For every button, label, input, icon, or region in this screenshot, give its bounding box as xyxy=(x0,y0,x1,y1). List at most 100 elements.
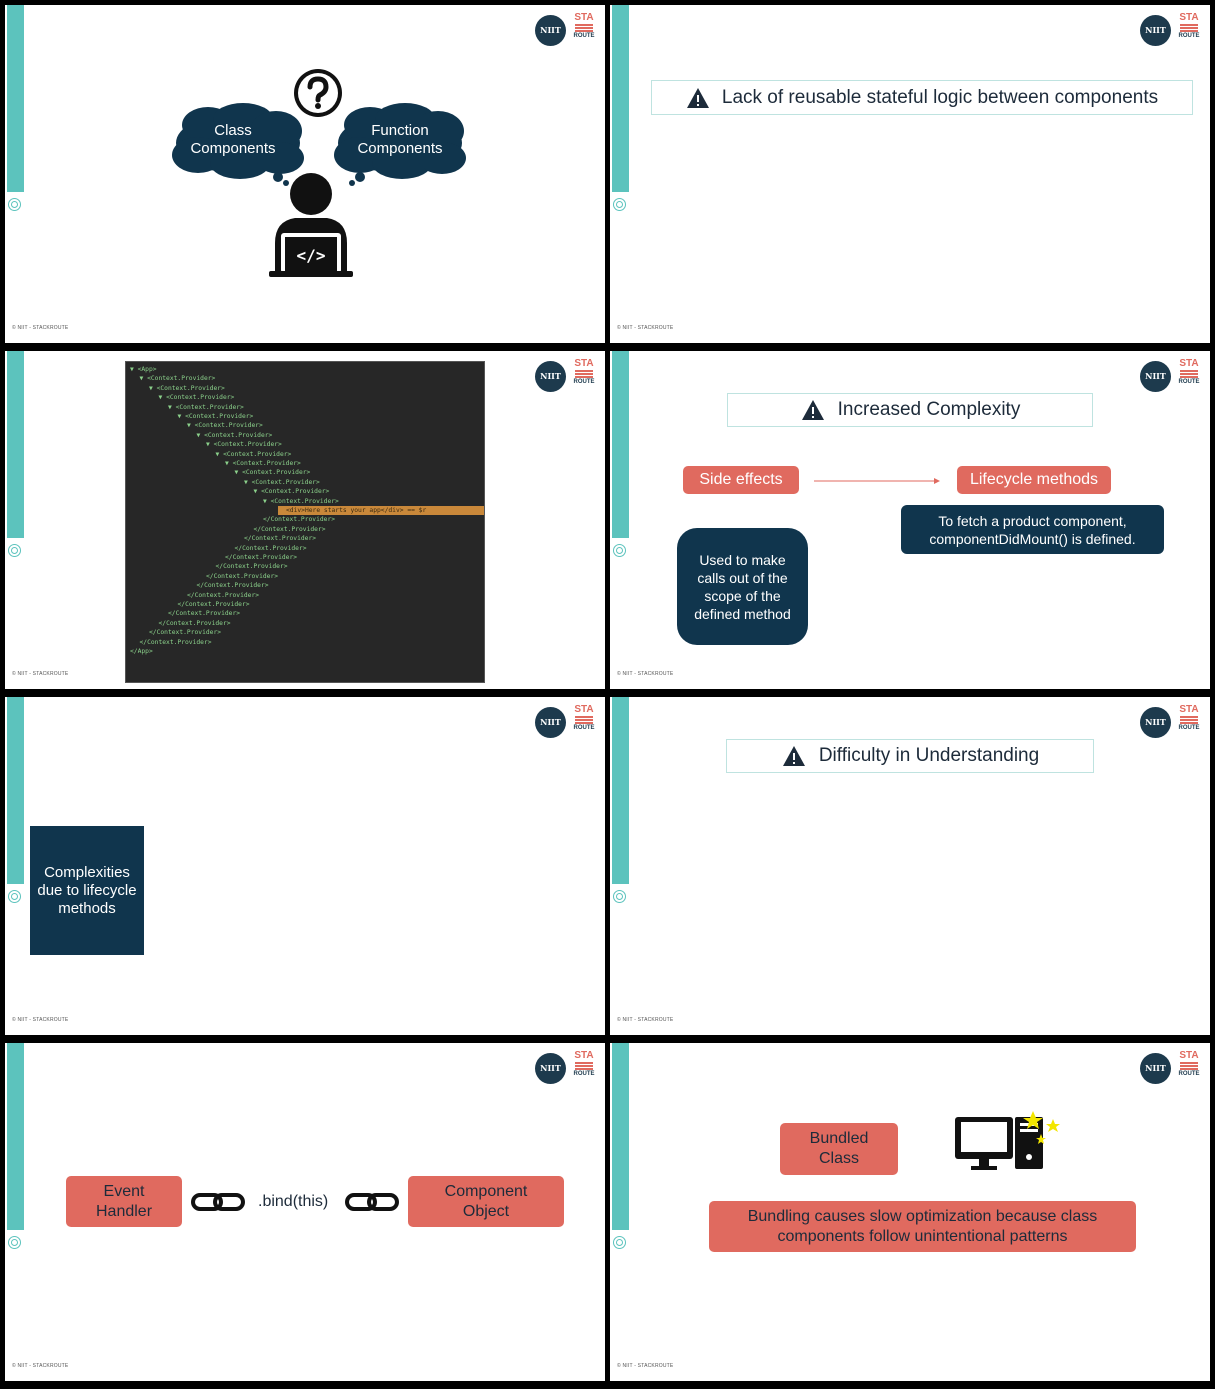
footer: © NIIT - STACKROUTE xyxy=(617,1017,674,1023)
code-line[interactable]: </Context.Provider> xyxy=(234,544,307,552)
code-line[interactable]: ▼ <App> xyxy=(130,366,157,373)
title-box: Difficulty in Understanding xyxy=(726,739,1094,773)
footer: © NIIT - STACKROUTE xyxy=(12,671,69,677)
logo-sta-text: STA xyxy=(1179,358,1199,369)
warning-icon xyxy=(801,400,824,420)
class-components-label: Class Components xyxy=(190,122,276,157)
stackroute-logo: STA ROUTE xyxy=(572,705,596,732)
logo-sta-text: STA xyxy=(574,1050,594,1061)
bundled-class-box: Bundled Class xyxy=(780,1123,898,1175)
niit-logo: NIIT xyxy=(535,707,566,738)
code-line[interactable]: ▼ <Context.Provider> xyxy=(149,384,225,392)
code-line[interactable]: </Context.Provider> xyxy=(253,525,326,533)
function-components-label: Function Components xyxy=(357,122,443,157)
slide-title: Increased Complexity xyxy=(837,399,1021,420)
slide-1: NIIT STA ROUTE Class Components xyxy=(5,5,605,343)
target-icon xyxy=(8,890,21,903)
code-line[interactable]: </Context.Provider> xyxy=(158,619,231,627)
code-line[interactable]: </Context.Provider> xyxy=(206,572,279,580)
code-line[interactable]: ▼ <Context.Provider> xyxy=(187,422,263,430)
niit-logo: NIIT xyxy=(1140,361,1171,392)
target-icon xyxy=(8,544,21,557)
code-line[interactable]: ▼ <Context.Provider> xyxy=(253,488,330,496)
link-icon xyxy=(191,1193,245,1211)
code-line[interactable]: </Context.Provider> xyxy=(196,582,269,590)
thought-cloud-right xyxy=(334,103,466,186)
code-line[interactable]: ▼ <Context.Provider> xyxy=(168,403,244,411)
accent-bar xyxy=(612,5,629,192)
accent-bar xyxy=(7,697,24,884)
code-line[interactable]: ▼ <Context.Provider> xyxy=(177,413,254,420)
logo-route-text: ROUTE xyxy=(1178,1071,1200,1077)
code-line[interactable]: ▼ <Context.Provider> xyxy=(215,450,292,458)
link-icon xyxy=(345,1193,399,1211)
niit-logo: NIIT xyxy=(535,361,566,392)
code-line[interactable]: </Context.Provider> xyxy=(225,554,298,561)
logo-route-text: ROUTE xyxy=(1178,725,1200,731)
stackroute-logo: STA ROUTE xyxy=(1177,13,1201,40)
target-icon xyxy=(8,198,21,211)
code-line-highlighted[interactable]: <div>Here starts your app</div> == $r xyxy=(278,506,484,515)
code-line[interactable]: </Context.Provider> xyxy=(215,563,288,571)
niit-logo: NIIT xyxy=(1140,15,1171,46)
logo-mark xyxy=(1180,1062,1198,1071)
slide-title: Difficulty in Understanding xyxy=(818,745,1040,766)
logo-mark xyxy=(1180,716,1198,725)
logo-sta-text: STA xyxy=(1179,704,1199,715)
logo-mark xyxy=(575,1062,593,1071)
code-line[interactable]: ▼ <Context.Provider> xyxy=(139,375,216,383)
footer: © NIIT - STACKROUTE xyxy=(12,325,69,331)
used-note-box: Used to make calls out of the scope of t… xyxy=(677,528,808,645)
code-line[interactable]: </Context.Provider> xyxy=(177,601,250,608)
arrow-connector xyxy=(814,478,940,484)
warning-icon xyxy=(782,746,805,766)
event-handler-box: Event Handler xyxy=(66,1176,182,1227)
logo-sta-text: STA xyxy=(574,704,594,715)
code-line[interactable]: ▼ <Context.Provider> xyxy=(196,431,273,439)
stackroute-logo: STA ROUTE xyxy=(572,13,596,40)
developer-laptop-icon: </> xyxy=(269,173,353,277)
accent-bar xyxy=(612,1043,629,1230)
stackroute-logo: STA ROUTE xyxy=(1177,1051,1201,1078)
niit-logo: NIIT xyxy=(535,15,566,46)
code-line[interactable]: </Context.Provider> xyxy=(187,591,260,599)
slide-title: Lack of reusable stateful logic between … xyxy=(721,86,1159,108)
logo-sta-text: STA xyxy=(574,358,594,369)
target-icon xyxy=(613,890,626,903)
component-object-box: Component Object xyxy=(408,1176,564,1227)
niit-logo: NIIT xyxy=(535,1053,566,1084)
code-line[interactable]: ▼ <Context.Provider> xyxy=(263,497,339,505)
fetch-note-box: To fetch a product component, componentD… xyxy=(901,505,1164,554)
code-line[interactable]: </App> xyxy=(130,648,153,655)
code-line[interactable]: </Context.Provider> xyxy=(263,516,336,524)
accent-bar xyxy=(7,1043,24,1230)
slide-7: NIIT STA ROUTE Event Handler .bind(this)… xyxy=(5,1043,605,1381)
stackroute-logo: STA ROUTE xyxy=(572,359,596,386)
warning-icon xyxy=(686,87,709,108)
question-icon xyxy=(294,69,342,117)
complexities-box: Complexities due to lifecycle methods xyxy=(30,826,144,955)
logo-sta-text: STA xyxy=(1179,12,1199,23)
logo-route-text: ROUTE xyxy=(573,1071,595,1077)
code-line[interactable]: ▼ <Context.Provider> xyxy=(244,478,320,486)
logo-sta-text: STA xyxy=(574,12,594,23)
code-line[interactable]: </Context.Provider> xyxy=(149,629,222,637)
logo-route-text: ROUTE xyxy=(573,725,595,731)
side-effects-box: Side effects xyxy=(683,466,799,494)
svg-text:</>: </> xyxy=(297,246,326,265)
code-line[interactable]: ▼ <Context.Provider> xyxy=(158,394,235,402)
slide-4: NIIT STA ROUTE Increased Complexity Side… xyxy=(610,351,1210,689)
logo-route-text: ROUTE xyxy=(573,379,595,385)
code-line[interactable]: </Context.Provider> xyxy=(168,610,241,618)
slide-6: NIIT STA ROUTE Difficulty in Understandi… xyxy=(610,697,1210,1035)
code-line[interactable]: ▼ <Context.Provider> xyxy=(206,441,282,449)
devtools-code-panel: ▼ <App>▼ <Context.Provider>▼ <Context.Pr… xyxy=(125,361,485,683)
footer: © NIIT - STACKROUTE xyxy=(617,1363,674,1369)
code-line[interactable]: ▼ <Context.Provider> xyxy=(234,469,311,477)
logo-sta-text: STA xyxy=(1179,1050,1199,1061)
code-line[interactable]: </Context.Provider> xyxy=(244,535,317,543)
code-line[interactable]: </Context.Provider> xyxy=(139,638,212,646)
code-line[interactable]: ▼ <Context.Provider> xyxy=(225,460,301,467)
logo-mark xyxy=(1180,370,1198,379)
title-box: Increased Complexity xyxy=(727,393,1093,427)
